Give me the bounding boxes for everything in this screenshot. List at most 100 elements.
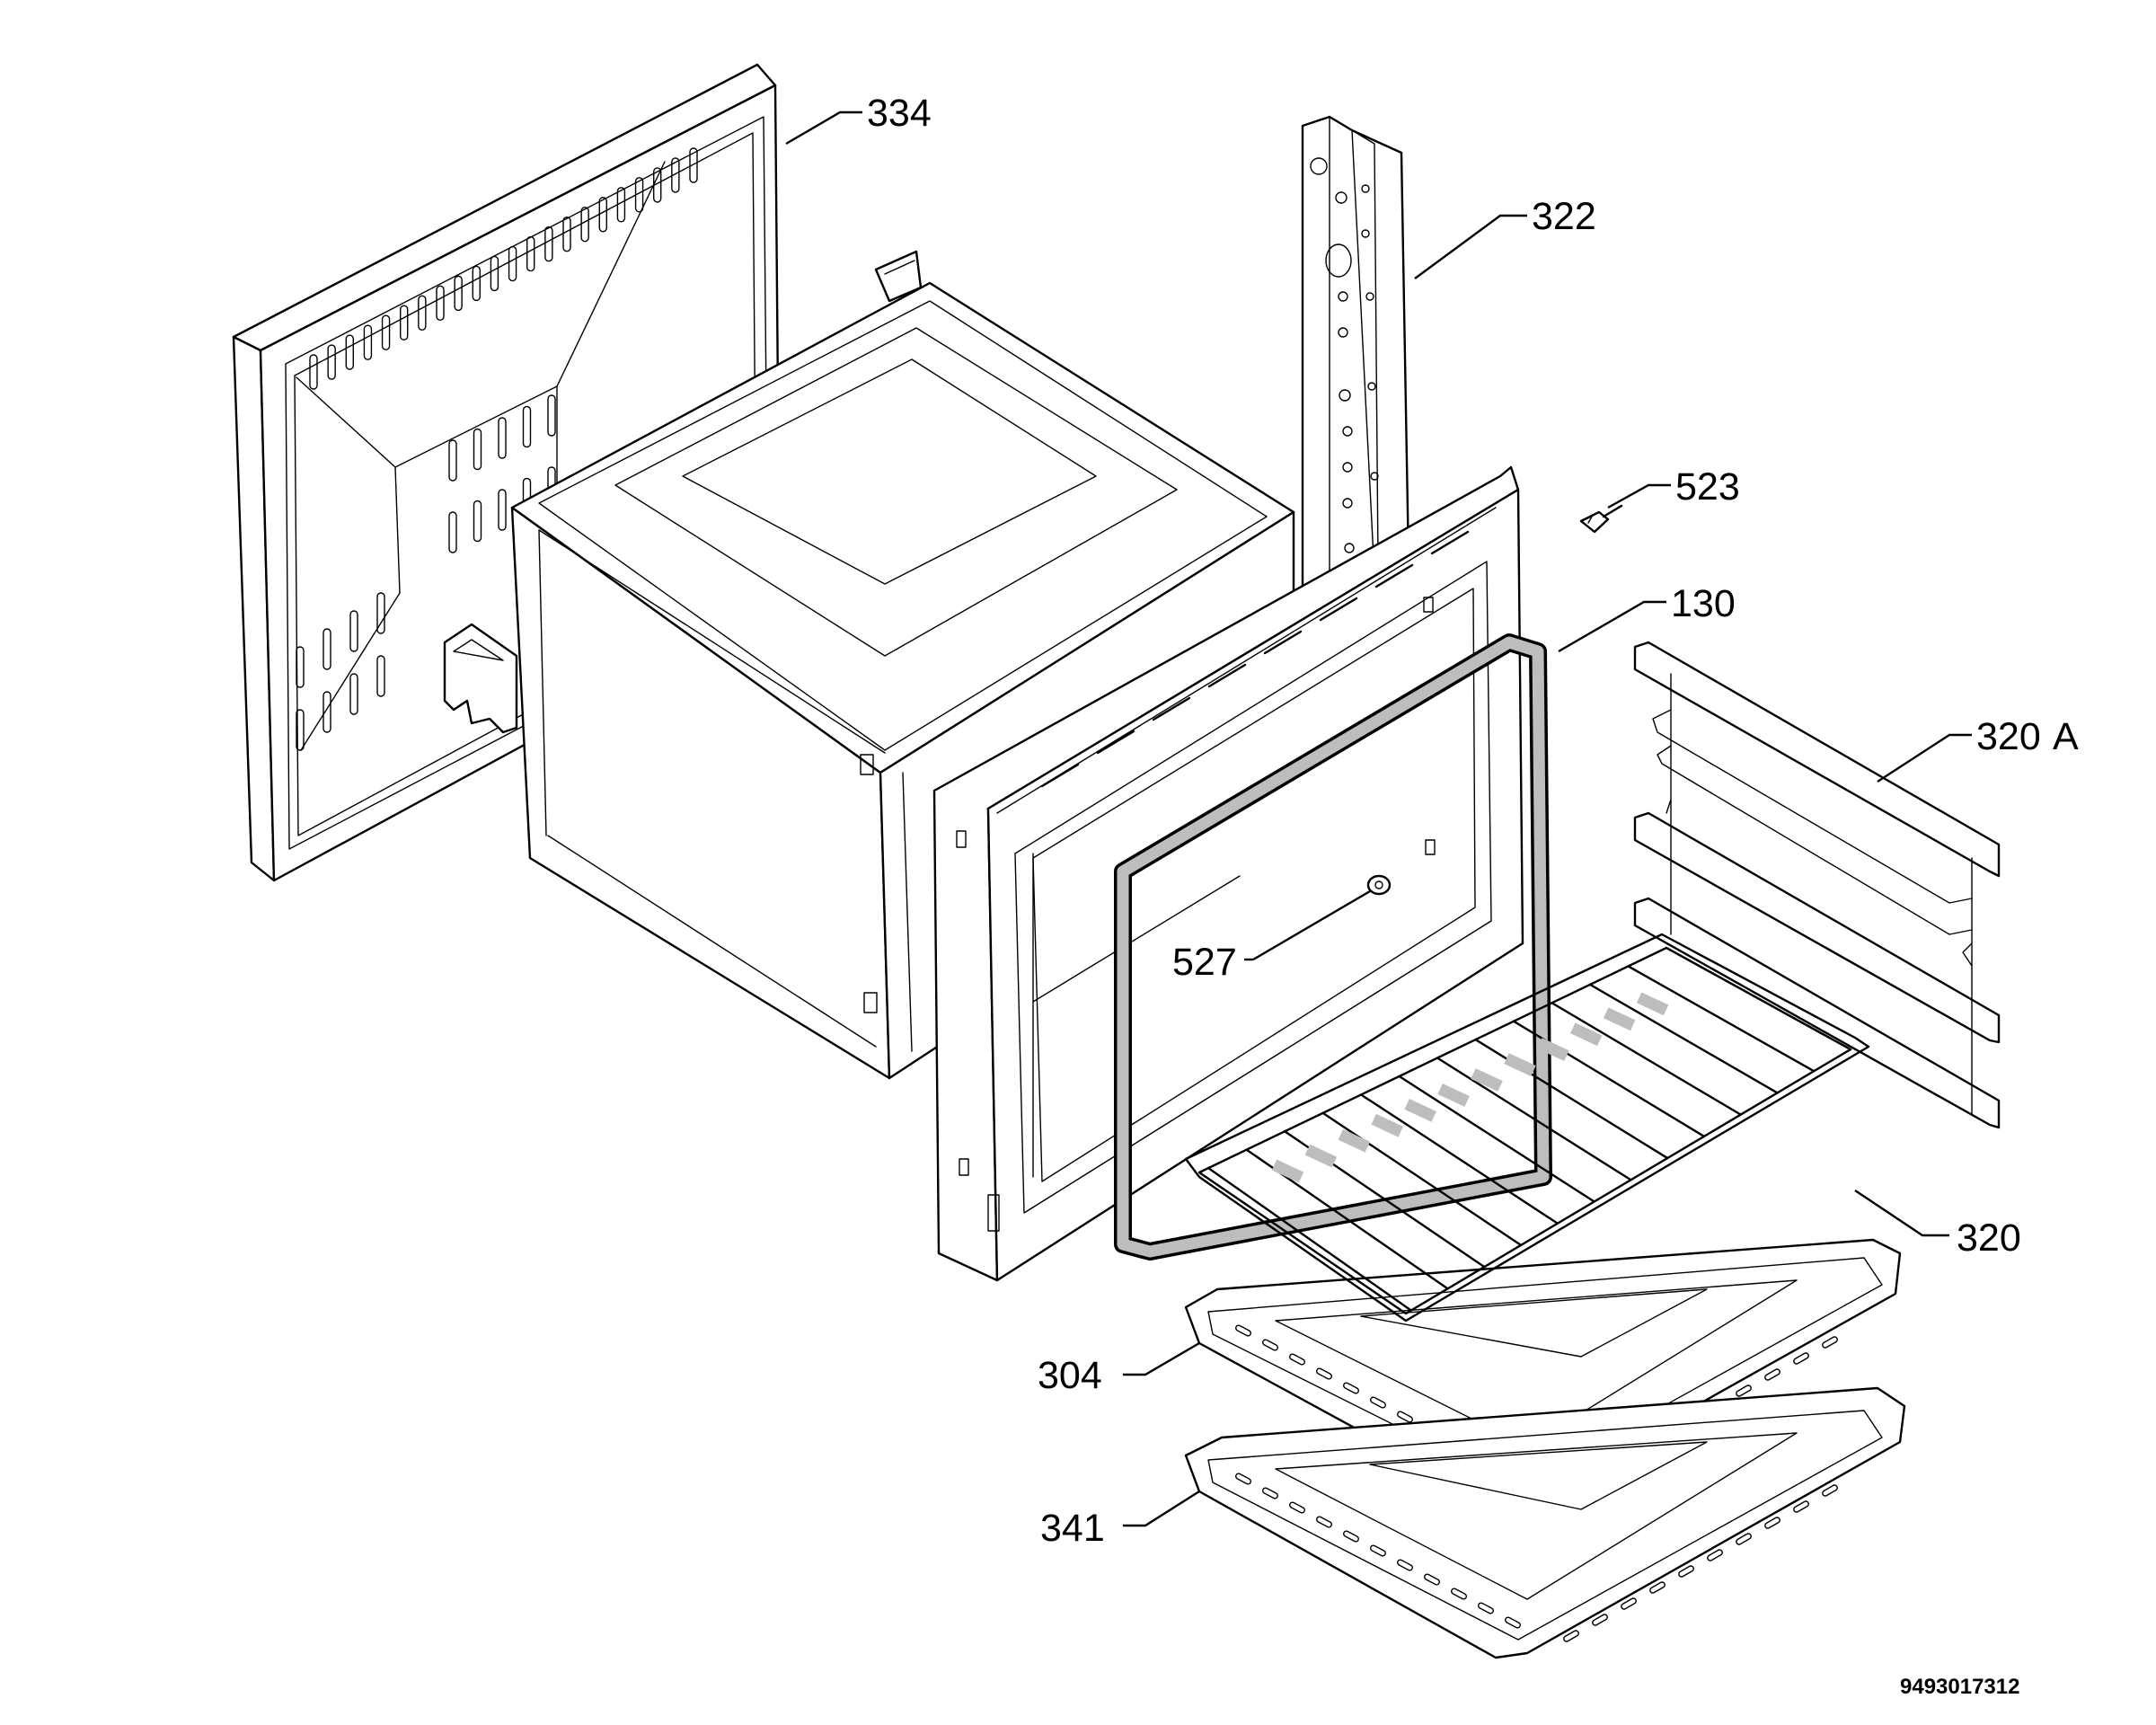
tray-edge-slot xyxy=(1343,1530,1359,1543)
shelf-shadow xyxy=(1537,1038,1569,1062)
frame-slot xyxy=(1319,597,1358,622)
frame-slot xyxy=(1096,730,1135,755)
tray-edge-slot xyxy=(1563,1630,1579,1642)
vent-slot xyxy=(616,187,626,223)
vent-slot xyxy=(323,628,331,670)
vent-slot xyxy=(473,428,482,471)
tray-edge-slot xyxy=(1649,1581,1666,1594)
vent-slot xyxy=(508,245,517,282)
vent-slot xyxy=(473,500,482,543)
shelf-wire xyxy=(1321,1111,1522,1246)
tray-edge-slot xyxy=(1478,1602,1494,1614)
vent-slot xyxy=(547,394,556,437)
frame-slot xyxy=(1430,530,1470,555)
vent-slot xyxy=(522,405,532,448)
tray-edge-slot xyxy=(1764,1368,1780,1381)
vent-slot xyxy=(436,285,445,322)
shelf-shadow xyxy=(1437,1084,1470,1107)
tray-edge-slot xyxy=(1451,1588,1467,1600)
part-label-320a-suffix: A xyxy=(2053,715,2079,758)
tray-edge-slot xyxy=(1343,1382,1359,1394)
leader-lines xyxy=(785,111,1972,1527)
vent-slot xyxy=(653,167,662,203)
shelf-shadow xyxy=(1404,1098,1436,1122)
tray-edge-slot xyxy=(1592,1614,1608,1626)
tray-edge-slot xyxy=(1678,1565,1694,1578)
shelf-shadow xyxy=(1338,1128,1371,1153)
vent-slot xyxy=(327,344,336,380)
vent-slot xyxy=(689,147,698,183)
vent-slot xyxy=(454,275,463,312)
tray-edge-slot xyxy=(1370,1396,1386,1409)
part-label-334: 334 xyxy=(867,92,932,135)
vent-slot xyxy=(671,157,680,193)
shelf-wire xyxy=(1551,1002,1742,1116)
vent-slot xyxy=(349,610,358,652)
tray-edge-slot xyxy=(1289,1353,1305,1366)
vent-slot xyxy=(498,417,507,459)
tray-edge-slot xyxy=(1262,1339,1278,1351)
shelf-shadow xyxy=(1371,1113,1403,1137)
vent-slot xyxy=(448,439,457,482)
tray-edge-slot xyxy=(1793,1352,1809,1365)
part-label-523: 523 xyxy=(1675,465,1740,509)
tray-edge-slot xyxy=(1424,1573,1440,1586)
shelf-shadow xyxy=(1570,1022,1603,1047)
part-label-130: 130 xyxy=(1671,582,1736,625)
vent-slot xyxy=(562,216,571,252)
tray-edge-slot xyxy=(1707,1549,1723,1561)
tray-edge-slot xyxy=(1316,1516,1332,1528)
screw-part-523 xyxy=(1579,504,1623,534)
shelf-wire xyxy=(1206,1166,1412,1312)
vent-slot xyxy=(323,691,331,733)
vent-slot xyxy=(376,592,385,634)
tray-edge-slot xyxy=(1235,1324,1251,1337)
part-label-527: 527 xyxy=(1172,941,1237,984)
shelf-shadow xyxy=(1304,1144,1338,1168)
vent-slot xyxy=(363,324,373,360)
vent-slot xyxy=(472,265,481,302)
enamel-tray-part xyxy=(1184,1386,1906,1659)
shelf-wire xyxy=(1359,1093,1559,1225)
vent-slot xyxy=(296,646,305,688)
vent-slot xyxy=(580,207,589,243)
frame-slot xyxy=(1152,696,1191,721)
tray-edge-slot xyxy=(1370,1544,1386,1557)
vent-slot xyxy=(598,197,607,233)
part-label-304: 304 xyxy=(1038,1354,1102,1397)
tray-edge-slot xyxy=(1505,1616,1521,1629)
shelf-runner-part xyxy=(1633,641,2001,1129)
shelf-wire xyxy=(1588,983,1779,1094)
vent-slot xyxy=(544,226,553,262)
part-label-320: 320 xyxy=(1957,1216,2021,1260)
rear-panel-part xyxy=(232,63,782,882)
shelf-shadow xyxy=(1271,1159,1304,1183)
shelf-shadow xyxy=(1636,992,1669,1016)
frame-slot xyxy=(1374,563,1414,588)
shelf-shadow xyxy=(1504,1053,1536,1076)
rear-bracket xyxy=(443,623,518,734)
shelf-wire xyxy=(1398,1075,1595,1203)
vent-slot xyxy=(376,655,385,697)
vent-slot xyxy=(498,489,507,531)
vent-slot xyxy=(526,235,535,272)
tray-edge-slot xyxy=(1822,1336,1838,1349)
shelf-wire xyxy=(1665,946,1852,1051)
tray-edge-slot xyxy=(1822,1484,1838,1497)
part-label-341: 341 xyxy=(1040,1507,1105,1550)
tray-edge-slot xyxy=(1736,1533,1752,1545)
part-label-320a: 320 xyxy=(1976,715,2041,758)
shelf-shadow xyxy=(1471,1068,1503,1092)
frame-slot xyxy=(1263,630,1303,655)
vent-slot xyxy=(309,354,318,390)
vent-slot xyxy=(296,709,305,751)
wire-shelf-part xyxy=(1184,933,1870,1322)
frame-slot xyxy=(1040,763,1080,788)
door-gasket-part xyxy=(1114,633,1552,1261)
vent-slot xyxy=(345,334,354,370)
small-fixing-part-527 xyxy=(1366,874,1392,896)
vent-slot xyxy=(381,314,391,350)
tray-edge-slot xyxy=(1397,1559,1413,1571)
vent-slot xyxy=(418,295,427,331)
